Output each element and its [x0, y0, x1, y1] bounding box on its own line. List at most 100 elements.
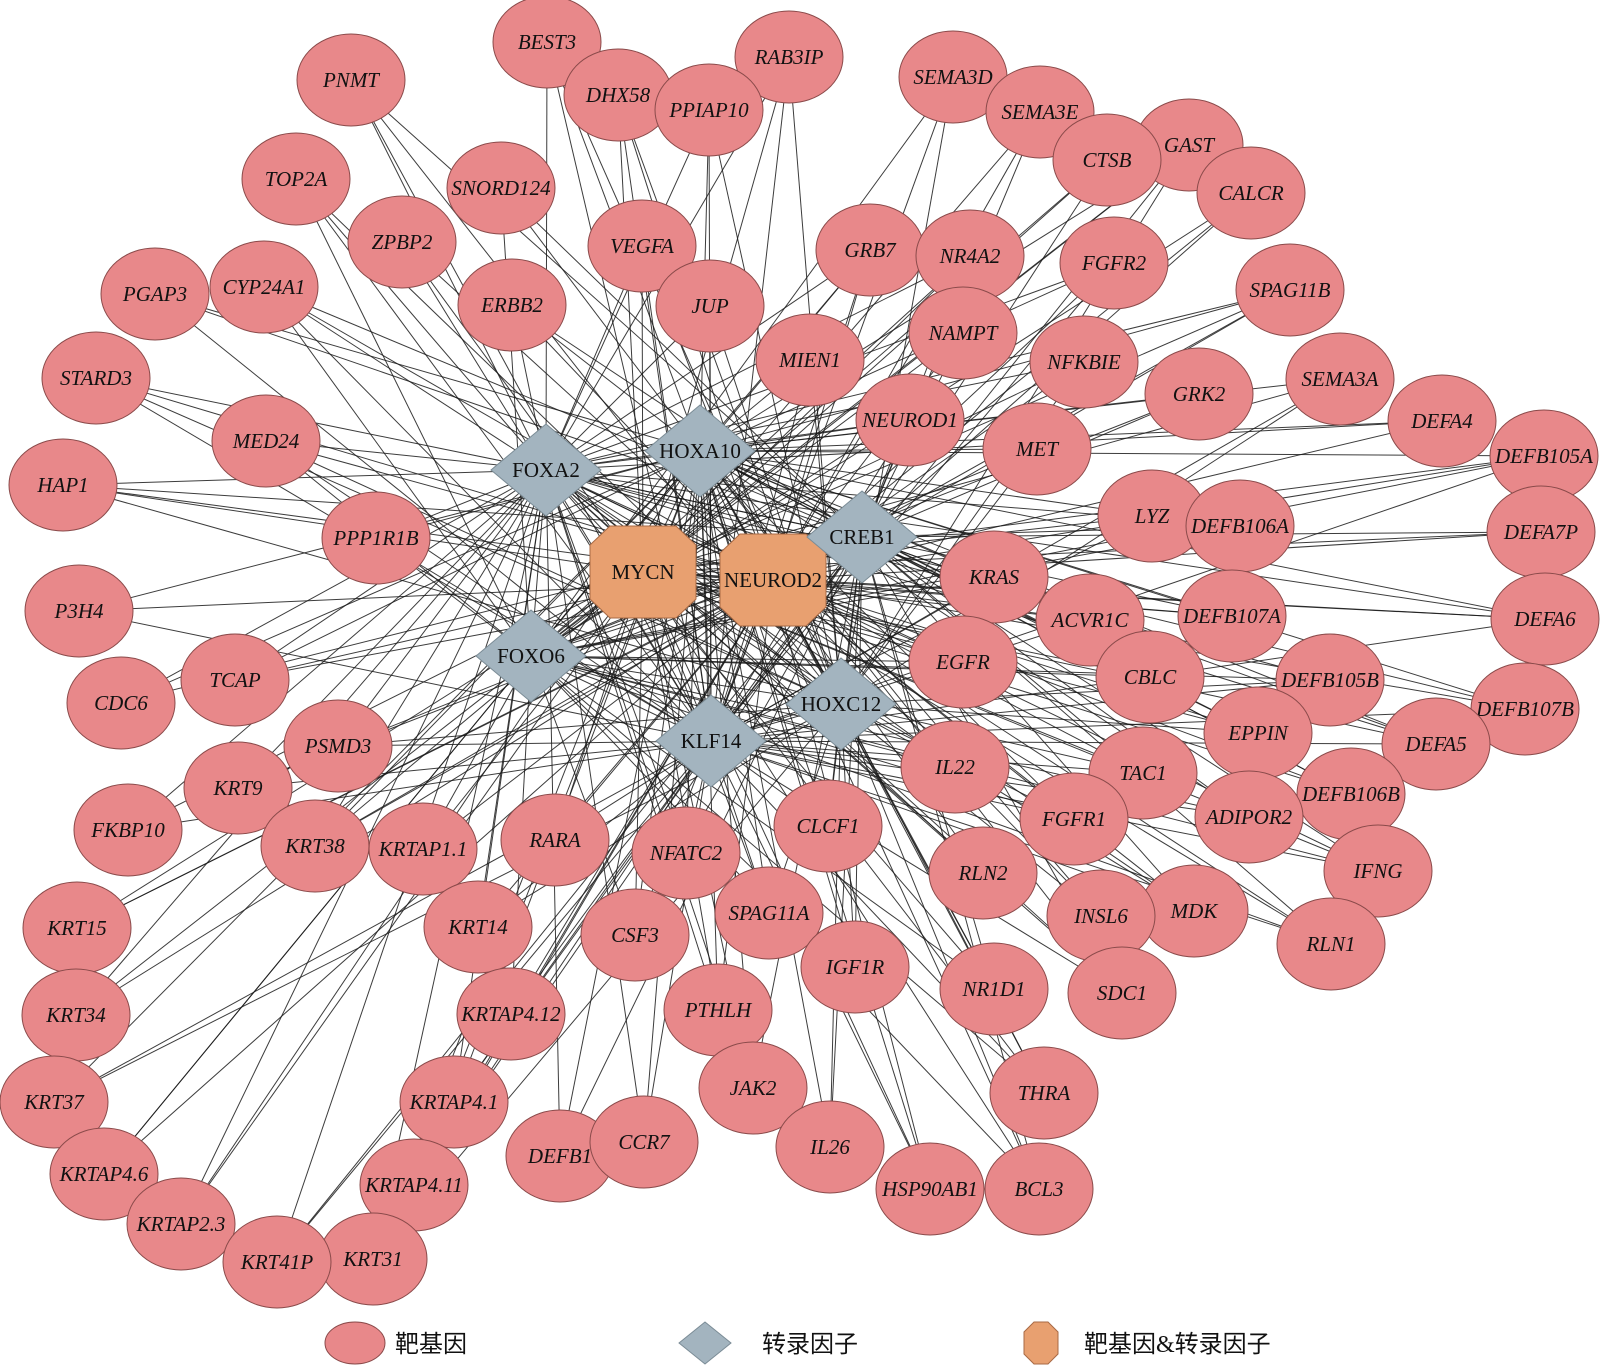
gene-label: RLN1	[1305, 932, 1355, 956]
gene-node-dhx58: DHX58	[563, 48, 673, 142]
gene-node-top2a: TOP2A	[241, 132, 351, 226]
gene-node-shape	[775, 1100, 885, 1194]
gene-label: CCR7	[618, 1130, 671, 1154]
gene-label: HSP90AB1	[881, 1177, 978, 1201]
gene-label: KRT9	[212, 776, 263, 800]
gene-node-shape	[209, 240, 319, 334]
gene-node-spag11b: SPAG11B	[1235, 243, 1345, 337]
gene-label: KRT34	[45, 1003, 106, 1027]
gene-label: JUP	[691, 294, 728, 318]
gene-node-spag11a: SPAG11A	[714, 866, 824, 960]
edge-cyp24a1-foxo6	[263, 286, 532, 657]
gene-node-vegfa: VEGFA	[587, 199, 697, 293]
legend-target-label: 靶基因	[395, 1331, 467, 1358]
gene-label: GRK2	[1173, 382, 1226, 406]
gene-label: NFATC2	[649, 841, 723, 865]
gene-node-shape	[211, 394, 321, 488]
tf-diamond	[490, 423, 602, 517]
gene-node-hap1: HAP1	[8, 438, 118, 532]
gene-label: NFKBIE	[1046, 350, 1121, 374]
gene-label: KRT31	[342, 1247, 403, 1271]
gene-node-shape	[1019, 772, 1129, 866]
gene-node-shape	[1387, 374, 1497, 468]
edge-igf1r-creb1	[854, 536, 863, 968]
gene-label: DHX58	[585, 83, 651, 107]
gene-label: PSMD3	[304, 734, 372, 758]
gene-node-nr4a2: NR4A2	[915, 209, 1025, 303]
legend-both-label: 靶基因&转录因子	[1084, 1331, 1271, 1358]
gene-node-egfr: EGFR	[908, 615, 1018, 709]
edge-csf3-foxo6	[530, 655, 636, 936]
gene-node-krtap4-6: KRTAP4.6	[49, 1127, 159, 1221]
gene-node-shape	[1095, 630, 1205, 724]
gene-node-pgap3: PGAP3	[100, 247, 210, 341]
gene-node-shape	[368, 802, 478, 896]
gene-node-rara: RARA	[500, 793, 610, 887]
tf-diamond	[475, 609, 587, 703]
edge-rln1-creb1	[861, 536, 1332, 945]
gene-node-shape	[66, 656, 176, 750]
gene-node-defa4: DEFA4	[1387, 374, 1497, 468]
hub-node-foxo6: FOXO6	[475, 609, 587, 703]
gene-node-igf1r: IGF1R	[800, 920, 910, 1014]
edge-defb105a-hoxa10	[699, 450, 1545, 457]
gene-label: MET	[1015, 437, 1059, 461]
gene-node-shape	[1235, 243, 1345, 337]
gene-label: DEFB106B	[1301, 782, 1400, 806]
gene-node-shape	[587, 199, 697, 293]
gene-label: NAMPT	[928, 321, 999, 345]
edge-creb1-klf14	[710, 536, 863, 742]
gene-label: GAST	[1164, 133, 1215, 157]
edge-zpbp2-mycn	[401, 241, 644, 573]
gene-node-shape	[900, 720, 1010, 814]
gene-node-sdc1: SDC1	[1067, 946, 1177, 1040]
tf-diamond	[644, 404, 756, 498]
gene-node-shape	[1029, 315, 1139, 409]
gene-node-nfkbie: NFKBIE	[1029, 315, 1139, 409]
gene-node-ctsb: CTSB	[1052, 113, 1162, 207]
gene-node-shape	[1059, 216, 1169, 310]
edge-med24-klf14	[265, 440, 712, 742]
gene-node-shape	[1194, 770, 1304, 864]
gene-node-shape	[100, 247, 210, 341]
edge-defb105b-klf14	[710, 679, 1331, 742]
gene-label: DEFA5	[1404, 732, 1466, 756]
edge-krt37-klf14	[53, 740, 712, 1103]
gene-node-met: MET	[982, 402, 1092, 496]
gene-node-defb105a: DEFB105A	[1489, 409, 1599, 503]
edge-grb7-foxa2	[545, 249, 871, 471]
gene-node-grk2: GRK2	[1144, 347, 1254, 441]
gene-node-nampt: NAMPT	[908, 286, 1018, 380]
gene-node-shape	[180, 633, 290, 727]
gene-node-krt9: KRT9	[183, 741, 293, 835]
gene-node-grb7: GRB7	[815, 203, 925, 297]
edge-krtap4-6-foxo6	[103, 655, 532, 1175]
edge-fgfr2-hoxa10	[699, 262, 1115, 452]
gene-node-best3: BEST3	[492, 0, 602, 89]
gene-node-nr1d1: NR1D1	[939, 942, 1049, 1036]
gene-node-il22: IL22	[900, 720, 1010, 814]
gene-node-krt14: KRT14	[423, 880, 533, 974]
gene-node-defb105b: DEFB105B	[1275, 633, 1385, 727]
edge-jup-hoxc12	[709, 305, 842, 705]
edge-hap1-creb1	[62, 484, 863, 538]
gene-node-cdc6: CDC6	[66, 656, 176, 750]
gene-node-shape	[296, 33, 406, 127]
gene-label: SPAG11B	[1250, 278, 1331, 302]
gene-label: IL26	[809, 1135, 850, 1159]
edge-pnmt-klf14	[350, 79, 712, 742]
edge-defb105b-hoxc12	[840, 679, 1331, 705]
tf-diamond	[655, 694, 767, 788]
hub-label: HOXC12	[801, 692, 882, 716]
hub-label: CREB1	[829, 525, 894, 549]
gene-label: NR1D1	[962, 977, 1026, 1001]
gene-node-shape	[1490, 572, 1600, 666]
gene-label: HAP1	[36, 473, 88, 497]
gene-node-pthlh: PTHLH	[663, 963, 773, 1057]
gene-label: KRTAP4.6	[59, 1162, 149, 1186]
edge-krtap2-3-mycn	[180, 571, 644, 1225]
gene-label: EPPIN	[1227, 721, 1288, 745]
hub-label: NEUROD2	[724, 568, 822, 592]
edge-sdc1-klf14	[710, 740, 1123, 994]
gene-node-insl6: INSL6	[1046, 869, 1156, 963]
